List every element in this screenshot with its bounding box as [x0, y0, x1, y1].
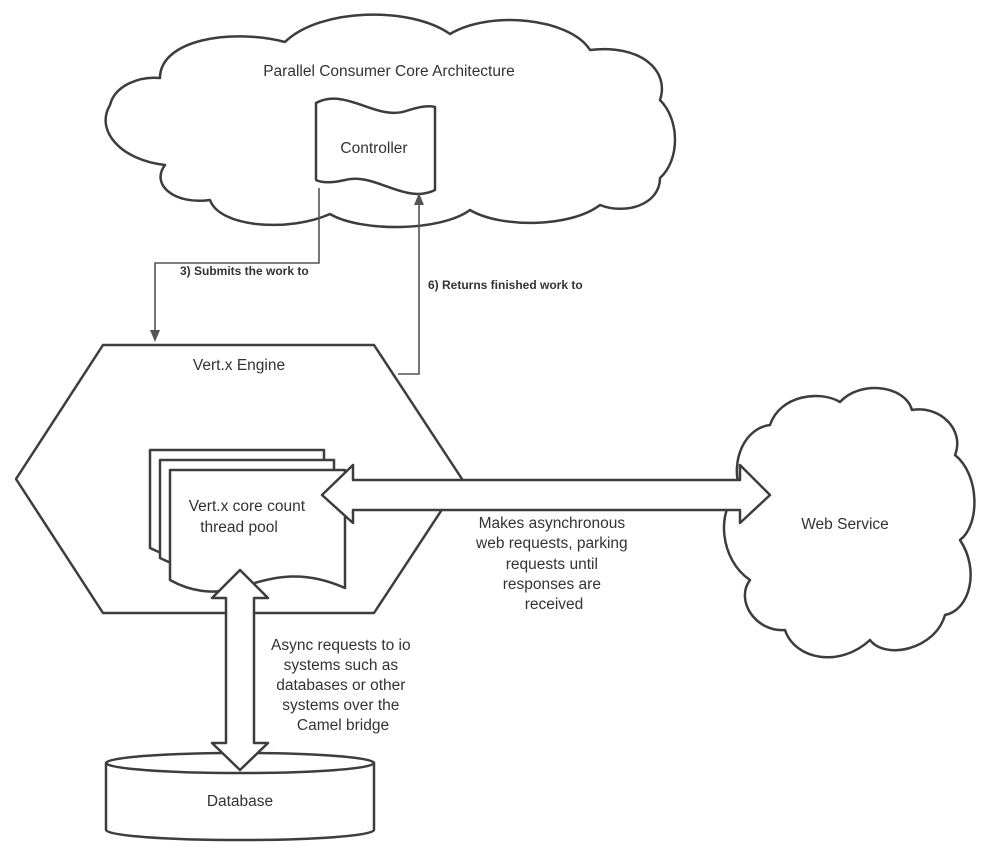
- web-service-label: Web Service: [801, 516, 889, 533]
- cloud-title: Parallel Consumer Core Architecture: [263, 63, 515, 80]
- vertx-engine-label: Vert.x Engine: [193, 357, 285, 374]
- web-requests-double-arrow[interactable]: [320, 463, 772, 525]
- return-work-label: 6) Returns finished work to: [428, 278, 583, 292]
- database-label: Database: [207, 793, 273, 810]
- submit-work-connector[interactable]: [150, 188, 320, 342]
- io-requests-double-arrow[interactable]: [210, 568, 270, 772]
- web-requests-note: Makes asynchronous web requests, parking…: [475, 515, 632, 613]
- thread-pool-node[interactable]: [148, 448, 347, 593]
- web-service-cloud[interactable]: [722, 386, 976, 659]
- io-requests-note: Async requests to io systems such as dat…: [271, 637, 415, 734]
- submit-work-label: 3) Submits the work to: [180, 264, 309, 278]
- thread-pool-label: Vert.x core count thread pool: [189, 498, 310, 536]
- controller-label: Controller: [340, 140, 407, 157]
- controller-node[interactable]: [314, 97, 437, 196]
- return-work-connector[interactable]: [398, 193, 424, 375]
